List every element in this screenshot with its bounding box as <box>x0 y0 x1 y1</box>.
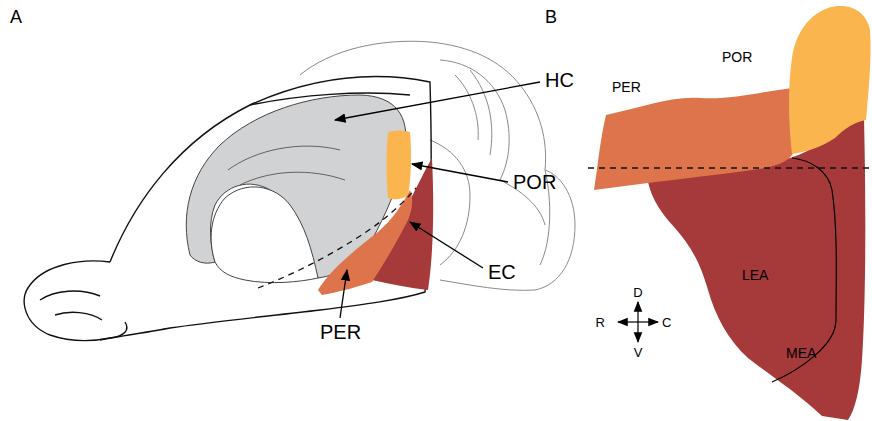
hippocampus-fold <box>228 146 345 185</box>
leader-lines <box>335 82 540 318</box>
region-name: PER <box>612 80 641 94</box>
brain-outline <box>24 77 431 341</box>
region-name: PER <box>320 322 361 342</box>
region-name: EC <box>488 262 516 282</box>
perirhinal-region <box>318 190 412 295</box>
axis-letter: C <box>662 316 671 329</box>
rhinal-sulcus <box>258 188 416 288</box>
panel-letter: B <box>545 8 557 26</box>
axis-letter: R <box>596 316 605 329</box>
region-name: HC <box>545 70 574 90</box>
perirhinal-map <box>594 88 795 190</box>
panel-letter: A <box>10 8 22 26</box>
region-name: POR <box>513 172 556 192</box>
compass <box>618 302 658 342</box>
postrhinal-map <box>789 6 871 154</box>
postrhinal-region <box>387 131 412 200</box>
axis-letter: V <box>634 346 643 359</box>
rhinal-sulcus-map <box>588 167 870 168</box>
region-name: POR <box>722 50 752 64</box>
lea-mea-border <box>772 158 836 382</box>
region-name: LEA <box>742 268 768 282</box>
region-name: MEA <box>786 346 816 360</box>
axis-letter: D <box>633 286 642 299</box>
